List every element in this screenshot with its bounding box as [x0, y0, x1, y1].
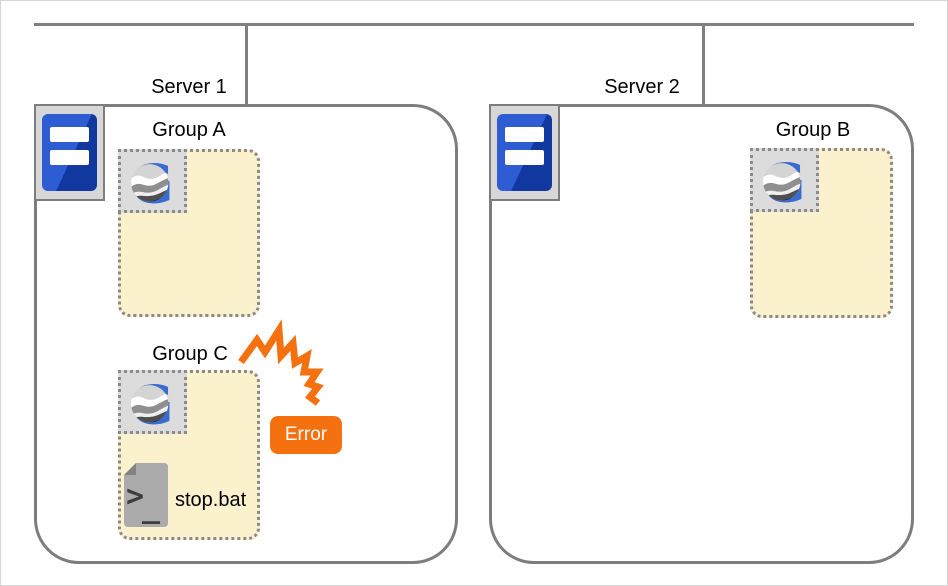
stop-bat-label: stop.bat [175, 489, 247, 511]
group-b-app-square [750, 148, 819, 212]
network-trunk-line [34, 23, 914, 26]
error-status-badge: Error [270, 416, 342, 454]
server1-label: Server 1 [151, 76, 227, 98]
globe-g-logo-icon [121, 152, 184, 210]
server-tower-slot [505, 150, 544, 165]
globe-g-logo-icon [121, 373, 184, 431]
server2-label: Server 2 [604, 76, 680, 98]
error-spark-icon [238, 319, 324, 406]
group-a-rect [118, 149, 260, 317]
server2-connector-line [702, 23, 705, 105]
svg-text:_: _ [142, 490, 161, 525]
server-tower-slot [50, 150, 89, 165]
server-tower-slot [50, 127, 89, 142]
group-c-app-square [118, 370, 187, 434]
group-a-app-square [118, 149, 187, 213]
svg-text:>: > [126, 479, 144, 514]
server-tower-slot [505, 127, 544, 142]
server-tower-icon [34, 104, 105, 201]
server-tower-icon [489, 104, 560, 201]
server-tower-body [497, 114, 552, 191]
group-c-label: Group C [152, 343, 228, 365]
batch-terminal-file-icon: > _ [124, 463, 168, 527]
server-tower-body [42, 114, 97, 191]
server1-connector-line [245, 23, 248, 105]
globe-g-logo-icon [753, 151, 816, 209]
group-b-label: Group B [775, 119, 851, 141]
group-a-label: Group A [152, 119, 226, 141]
